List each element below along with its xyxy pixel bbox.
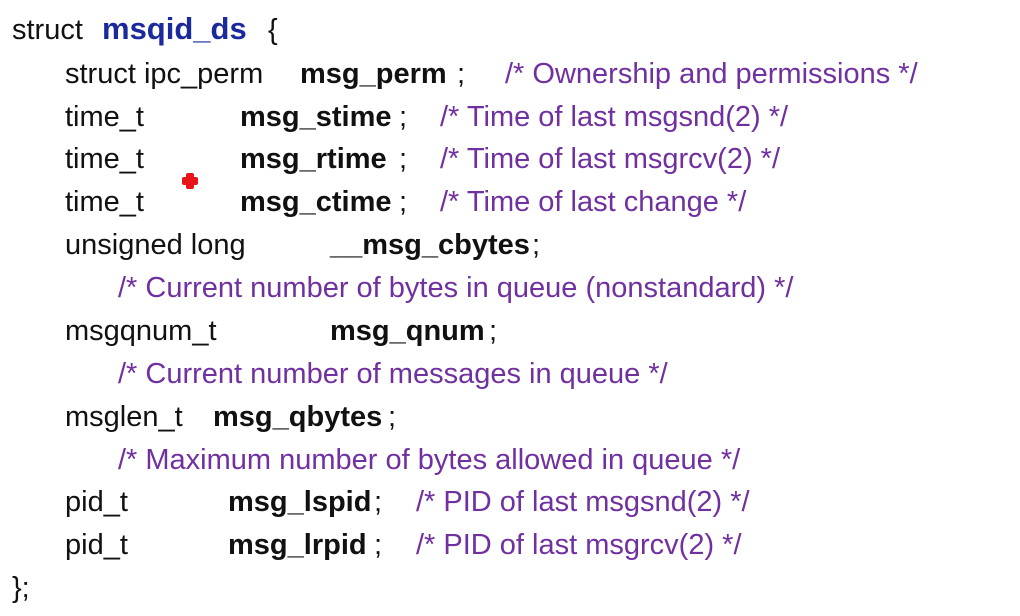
member-field: msg_rtime (240, 143, 387, 175)
member-field: msg_qnum (330, 315, 485, 347)
member-semicolon: ; (374, 486, 383, 518)
member-comment: /* PID of last msgrcv(2) */ (416, 529, 742, 561)
member-comment: /* Current number of messages in queue *… (118, 358, 668, 390)
member-comment: /* Time of last msgrcv(2) */ (440, 143, 781, 175)
member-type: pid_t (65, 529, 128, 561)
close-brace: }; (12, 572, 30, 604)
struct-name: msqid_ds (102, 11, 247, 46)
member-type: time_t (65, 186, 144, 218)
open-brace: { (268, 14, 278, 46)
member-comment: /* Time of last msgsnd(2) */ (440, 101, 789, 133)
member-semicolon: ; (457, 58, 466, 90)
member-field: msg_stime (240, 101, 392, 133)
member-comment: /* Maximum number of bytes allowed in qu… (118, 444, 741, 476)
member-field: msg_perm (300, 58, 447, 90)
member-type: struct ipc_perm (65, 58, 264, 90)
member-semicolon: ; (374, 529, 383, 561)
member-type: unsigned long (65, 229, 246, 261)
member-semicolon: ; (489, 315, 498, 347)
member-type: time_t (65, 143, 144, 175)
member-field: __msg_cbytes (330, 229, 530, 261)
member-semicolon: ; (399, 143, 408, 175)
member-field: msg_lspid (228, 486, 372, 518)
member-type: time_t (65, 101, 144, 133)
member-type: pid_t (65, 486, 128, 518)
member-field: msg_qbytes (213, 401, 383, 433)
member-type: msglen_t (65, 401, 183, 433)
member-semicolon: ; (388, 401, 397, 433)
member-comment: /* Ownership and permissions */ (505, 58, 918, 90)
member-semicolon: ; (532, 229, 541, 261)
member-semicolon: ; (399, 186, 408, 218)
member-comment: /* PID of last msgsnd(2) */ (416, 486, 750, 518)
member-semicolon: ; (399, 101, 408, 133)
struct-keyword: struct (12, 14, 83, 46)
member-field: msg_ctime (240, 186, 392, 218)
member-field: msg_lrpid (228, 529, 367, 561)
pointer-dot-icon (182, 173, 198, 189)
member-comment: /* Time of last change */ (440, 186, 747, 218)
member-type: msgqnum_t (65, 315, 217, 347)
member-comment: /* Current number of bytes in queue (non… (118, 272, 794, 304)
